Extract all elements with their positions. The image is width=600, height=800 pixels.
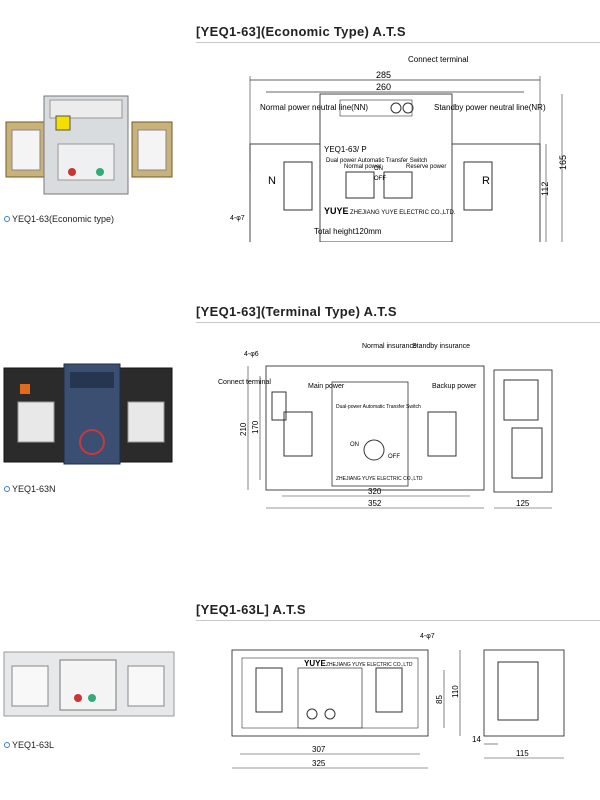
product-photo-yeq1-63l [3,651,175,717]
label-normal-insurance: Normal insurance [362,343,417,350]
caption-bullet [4,216,10,222]
label-company: ZHEJIANG YUYE ELECTRIC CO.,LTD [326,662,413,668]
title-divider [196,620,600,621]
title-divider [196,42,600,43]
caption-yeq1-63l: YEQ1-63L [12,740,55,750]
label-dual-power: Dual power Automatic Transfer Switch [326,158,427,164]
label-n: N [268,175,276,187]
label-normal-power: Normal power [344,164,381,170]
label-backup-power: Backup power [432,383,477,390]
dim-320: 320 [368,487,382,496]
dim-210: 210 [239,422,248,436]
caption-economic: YEQ1-63(Economic type) [12,214,115,224]
dim-260: 260 [376,82,391,92]
label-connect-terminal: Connect terminal [408,55,469,64]
dim-125: 125 [516,499,530,508]
dim-325: 325 [312,759,326,768]
label-holes: 4-φ7 [230,215,245,222]
section-title-yeq1-63l: [YEQ1-63L] A.T.S [196,602,306,617]
caption-terminal: YEQ1-63N [12,484,56,494]
label-on: ON [350,442,359,448]
label-holes: 4-φ6 [244,351,259,358]
label-on: ON [374,166,383,172]
dim-14: 14 [472,735,481,744]
dimension-drawing-yeq1-63l: 85 110 307 325 14 115 4-φ7 YUYE ZHEJIANG… [231,633,565,769]
label-reserve-power: Reserve power [406,164,446,170]
label-brand: YUYE [324,206,349,216]
dimension-drawing-terminal: 210 170 320 352 125 4-φ6 Normal insuranc… [218,343,553,509]
caption-bullet [4,742,10,748]
label-r: R [482,175,490,187]
label-connect-terminal: Connect terminal [218,379,271,386]
caption-bullet [4,486,10,492]
dimension-drawing-economic: 285 260 112 165 Connect terminal Normal … [230,55,568,242]
label-normal-neutral: Normal power neutral line(NN) [260,103,368,112]
label-off: OFF [374,176,386,182]
product-photo-economic [5,95,173,195]
dim-285: 285 [376,70,391,80]
dim-165: 165 [558,155,568,170]
dim-112: 112 [540,182,550,196]
label-off: OFF [388,454,400,460]
label-brand: YUYE [304,659,326,668]
dim-115: 115 [516,749,529,758]
label-standby-neutral: Standby power neutral line(NR) [434,103,546,112]
title-divider [196,322,600,323]
dim-170: 170 [251,420,260,434]
dim-352: 352 [368,499,382,508]
dim-85: 85 [435,695,444,704]
product-photo-terminal [3,363,173,465]
section-title-terminal: [YEQ1-63](Terminal Type) A.T.S [196,304,397,319]
dim-110: 110 [451,685,460,698]
label-standby-insurance: Standby insurance [412,343,470,350]
label-dual-power: Dual-power Automatic Transfer Switch [336,404,421,410]
label-model: YEQ1-63/ P [324,145,367,154]
label-total-height: Total height120mm [314,227,382,236]
label-holes: 4-φ7 [420,633,435,640]
section-title-economic: [YEQ1-63](Economic Type) A.T.S [196,24,406,39]
label-company: ZHEJIANG YUYE ELECTRIC CO.,LTD. [350,210,456,216]
label-company: ZHEJIANG YUYE ELECTRIC CO.,LTD [336,476,423,482]
label-main-power: Main power [308,383,345,390]
dim-307: 307 [312,745,326,754]
